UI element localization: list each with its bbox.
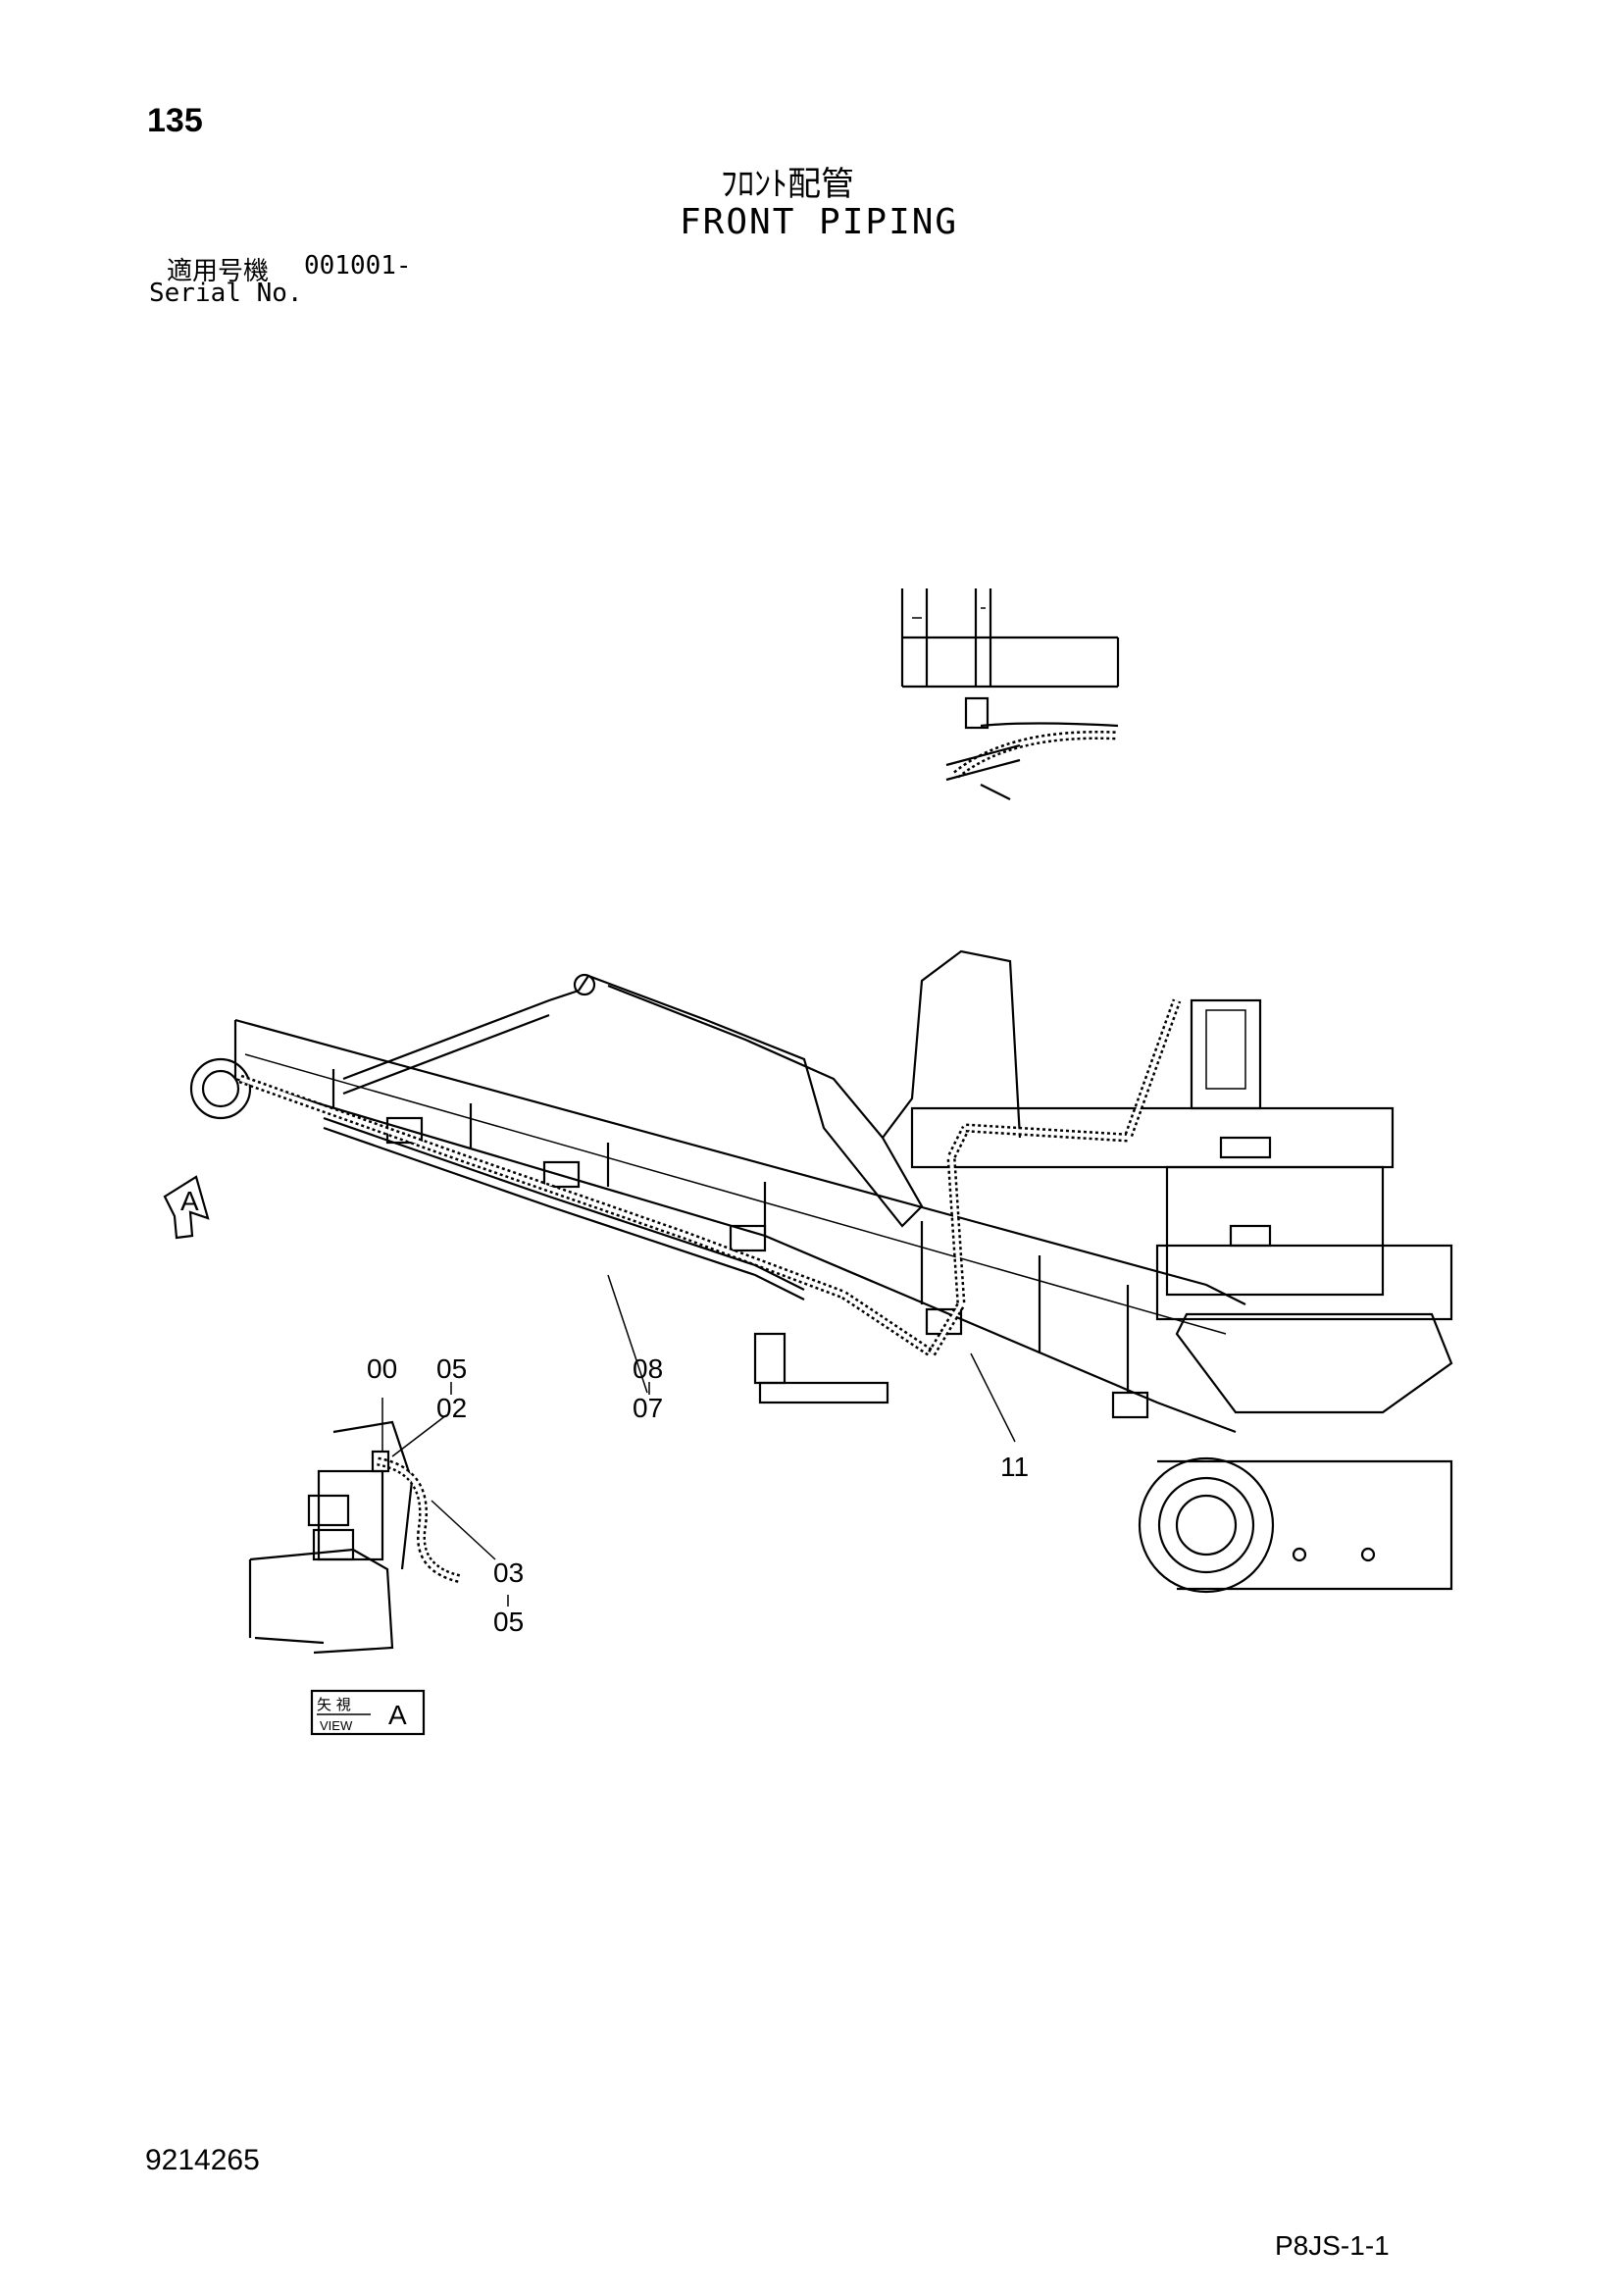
- callout-08: 08: [633, 1353, 663, 1384]
- serial-label-english: Serial No.: [149, 279, 303, 308]
- callout-02: 02: [436, 1393, 467, 1423]
- detail-view-a: [248, 1420, 463, 1655]
- callout-00: 00: [367, 1353, 397, 1384]
- title-japanese: ﾌﾛﾝﾄ配管: [721, 165, 854, 204]
- callout-03: 03: [493, 1557, 524, 1588]
- view-a-box: 矢 視 VIEW A: [310, 1689, 426, 1736]
- view-box-letter: A: [388, 1700, 407, 1730]
- view-a-marker: A: [163, 1175, 210, 1240]
- boom: [189, 1018, 1246, 1434]
- boom-bracket: [753, 1332, 889, 1404]
- view-box-japanese: 矢 視: [317, 1696, 351, 1713]
- document-number: 9214265: [145, 2144, 260, 2176]
- callout-07: 07: [633, 1393, 663, 1423]
- callout-05-top: 05: [436, 1353, 467, 1384]
- hose-runs: [238, 998, 1182, 1357]
- view-box-english: VIEW: [320, 1718, 353, 1733]
- track: [1138, 1456, 1453, 1594]
- leader-lines: [381, 1274, 1016, 1607]
- serial-label-japanese: 適用号機: [167, 257, 270, 286]
- view-a-marker-letter: A: [180, 1186, 199, 1216]
- page-code: P8JS-1-1: [1275, 2230, 1390, 2261]
- inset-detail-frame: [900, 588, 1120, 800]
- title-english: FRONT PIPING: [680, 202, 959, 242]
- page-number: 135: [147, 102, 203, 139]
- serial-range: 001001-: [304, 251, 412, 281]
- callout-11: 11: [1000, 1452, 1029, 1482]
- callout-05-bottom: 05: [493, 1607, 524, 1637]
- boom-cylinder: [342, 949, 1022, 1228]
- upper-structure: [910, 998, 1453, 1414]
